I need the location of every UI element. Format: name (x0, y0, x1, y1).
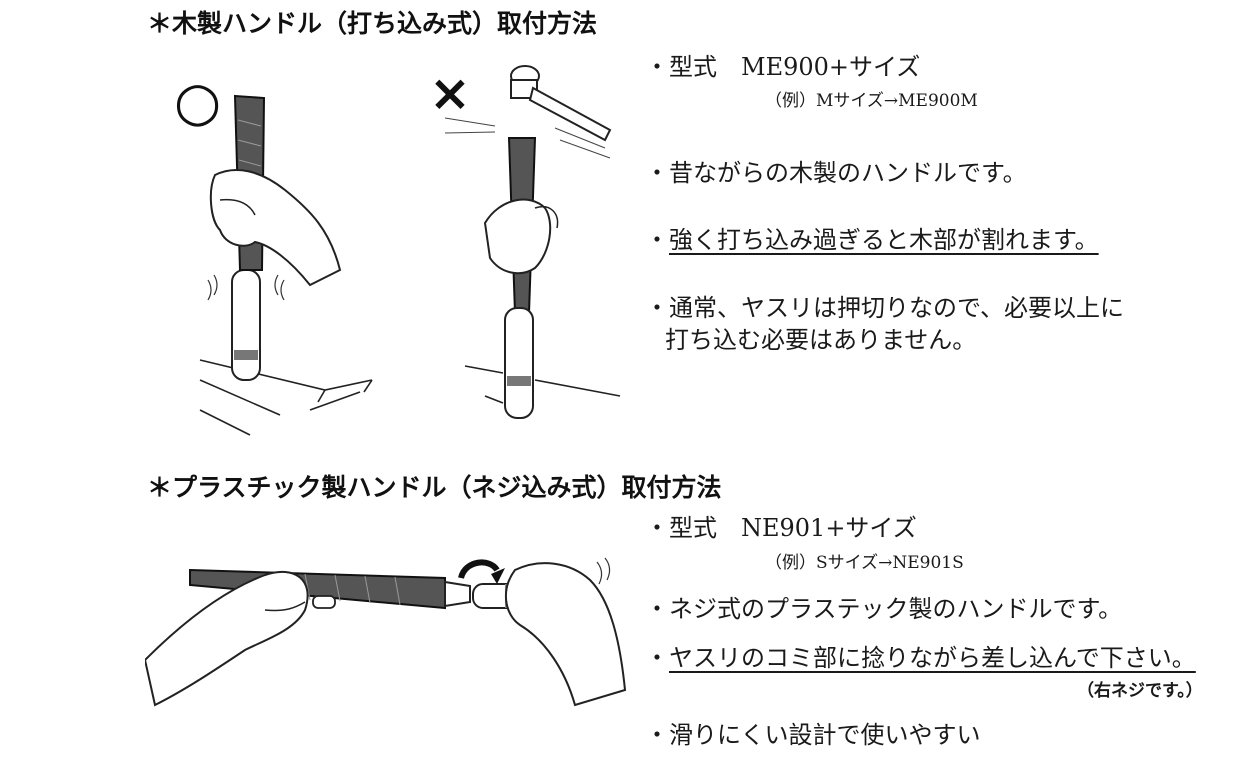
plastic-bullet-2: ・ヤスリのコミ部に捻りながら差し込んで下さい。 (645, 644, 1196, 672)
wrong-method-illustration: × (429, 64, 621, 419)
plastic-model-line: ・型式 NE901+サイズ (645, 514, 917, 542)
wooden-bullet-3-line-1: ・通常、ヤスリは押切りなので、必要以上に (645, 294, 1125, 322)
wooden-model-line: ・型式 ME900+サイズ (645, 53, 921, 81)
screw-in-illustration (145, 557, 627, 707)
plastic-bullet-1: ・ネジ式のプラステック製のハンドルです。 (645, 595, 1123, 623)
wooden-bullet-3-line-2: 打ち込む必要はありません。 (665, 326, 977, 354)
wooden-handle-heading: ＊木製ハンドル（打ち込み式）取付方法 (147, 9, 598, 38)
wooden-example-line: （例）Mサイズ→ME900M (765, 91, 978, 111)
plastic-handle-heading: ＊プラスチック製ハンドル（ネジ込み式）取付方法 (147, 473, 722, 502)
correct-method-illustration: ○ (174, 70, 373, 436)
wooden-bullet-2: ・強く打ち込み過ぎると木部が割れます。 (645, 226, 1099, 254)
wooden-bullet-1: ・昔ながらの木製のハンドルです。 (645, 159, 1027, 187)
plastic-example-line: （例）Sサイズ→NE901S (765, 553, 964, 573)
wrong-mark: × (429, 64, 471, 122)
plastic-bullet-2-note: （右ネジです。） (1077, 681, 1203, 701)
plastic-bullet-3: ・滑りにくい設計で使いやすい (645, 721, 981, 749)
correct-mark: ○ (174, 70, 221, 133)
